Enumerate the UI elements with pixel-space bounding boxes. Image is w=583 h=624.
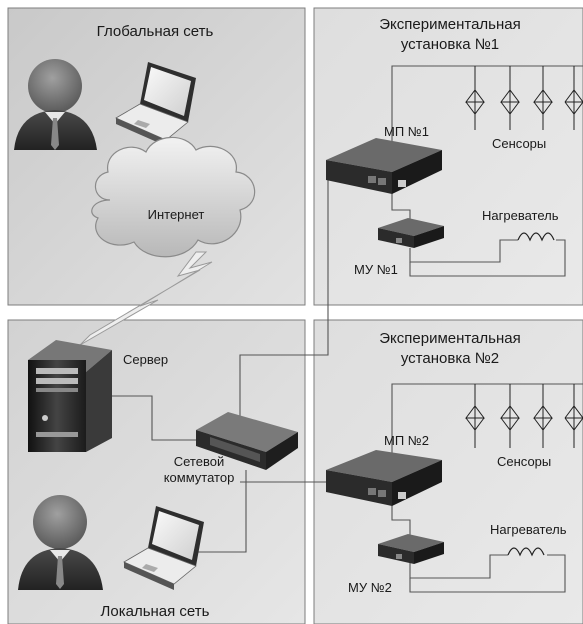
server-label: Сервер — [123, 352, 168, 367]
cloud-label-internet: Интернет — [148, 207, 205, 222]
panel-local-title: Локальная сеть — [101, 603, 210, 620]
sensor-icon — [533, 66, 553, 130]
server-tower-icon — [28, 340, 112, 452]
lightning-icon — [79, 251, 213, 346]
controller-box-icon — [326, 138, 442, 194]
mp1-label: МП №1 — [384, 124, 429, 139]
mp2-label: МП №2 — [384, 433, 429, 448]
heater2-label: Нагреватель — [490, 522, 567, 537]
sensor-icon — [564, 384, 583, 448]
laptop-icon — [123, 506, 204, 590]
switch-label-line2: коммутатор — [164, 470, 235, 485]
heater-coil-icon — [517, 232, 555, 242]
exp1-title-line1: Экспериментальная — [379, 16, 521, 33]
user-icon — [18, 495, 103, 590]
user-icon — [14, 59, 97, 150]
sensors2-label: Сенсоры — [497, 454, 551, 469]
heater-coil-icon — [507, 547, 545, 557]
cloud-icon: Интернет — [91, 136, 256, 258]
sensor-group-2 — [465, 384, 583, 448]
sensor-icon — [500, 384, 520, 448]
sensor-icon — [564, 66, 583, 130]
exp1-title-line2: установка №1 — [401, 36, 499, 53]
sensor-icon — [500, 66, 520, 130]
exp2-title-line2: установка №2 — [401, 350, 499, 367]
mu1-label: МУ №1 — [354, 262, 398, 277]
controller-box-icon — [378, 534, 444, 564]
panel-global-title: Глобальная сеть — [97, 23, 214, 40]
sensors1-label: Сенсоры — [492, 136, 546, 151]
heater1-label: Нагреватель — [482, 208, 559, 223]
switch-label-line1: Сетевой — [174, 454, 224, 469]
exp2-title-line1: Экспериментальная — [379, 330, 521, 347]
laptop-icon — [115, 62, 196, 146]
connection-wires — [106, 65, 583, 593]
sensor-group-1 — [465, 66, 583, 130]
controller-box-icon — [326, 450, 442, 506]
sensor-icon — [465, 384, 485, 448]
controller-box-icon — [378, 218, 444, 248]
sensor-icon — [465, 66, 485, 130]
mu2-label: МУ №2 — [348, 580, 392, 595]
sensor-icon — [533, 384, 553, 448]
network-switch-icon — [196, 412, 298, 470]
